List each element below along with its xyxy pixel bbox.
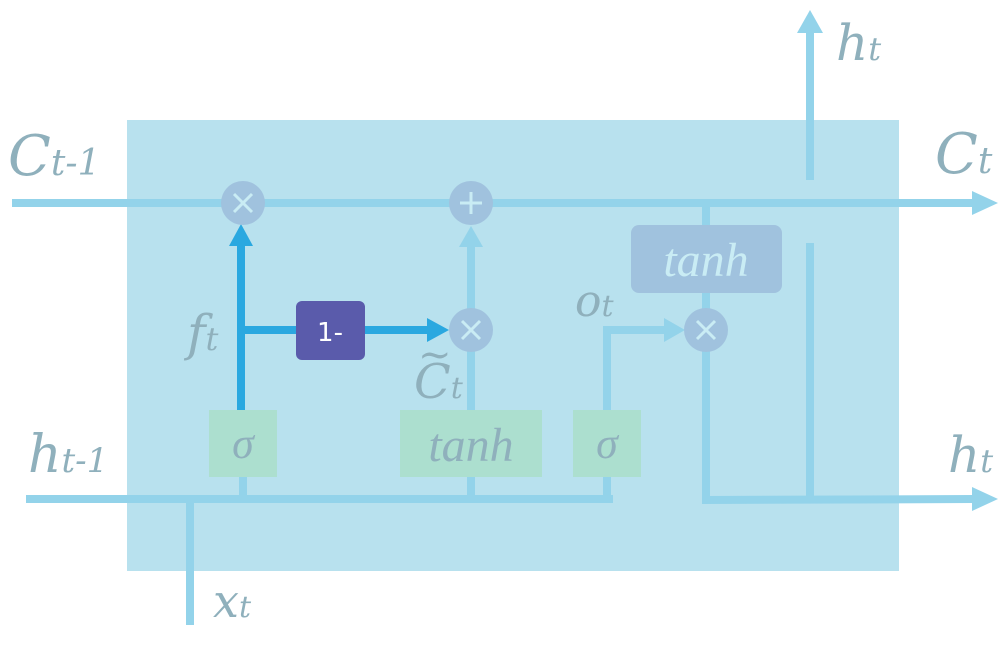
cell-tanh-label: tanh [663,234,748,287]
x-input-label: xt [213,574,252,628]
one-minus-box [296,301,365,360]
forget-gate-label: σ [232,419,256,468]
output-gate-box [573,410,641,477]
cell-tanh-box [631,225,782,293]
candidate-gate-box [400,410,542,477]
one-minus-label: 1- [317,318,343,348]
output-gate-arrowhead [664,318,685,342]
cell-state-arrowhead [972,191,998,215]
forget-gate-box [209,410,277,477]
output-gate-label: σ [596,419,620,468]
f-gate-label: ft [183,304,219,362]
hidden-output-line [702,350,976,505]
c-tilde-label: Ct [414,354,464,410]
forget-multiply-node [221,181,265,225]
forget-gate-arrowhead [229,224,253,246]
cell-add-node [449,181,493,225]
one-minus-arrowhead [427,318,449,342]
candidate-gate-label: tanh [428,419,513,472]
c-prev-label: Ct-1 [8,124,100,189]
input-multiply-node [449,308,493,352]
input-to-add-arrowhead [459,226,483,247]
h-out-right-label: ht [948,426,993,484]
c-next-label: Ct [935,122,993,187]
output-multiply-node [684,308,728,352]
h-prev-label: ht-1 [28,425,108,485]
hidden-up-arrowhead [797,10,823,33]
c-tilde-accent: ~ [418,332,452,378]
hidden-output-arrowhead [972,487,998,511]
h-out-top-label: ht [836,14,881,72]
o-gate-label: ot [575,276,615,327]
output-gate-line [603,326,668,410]
